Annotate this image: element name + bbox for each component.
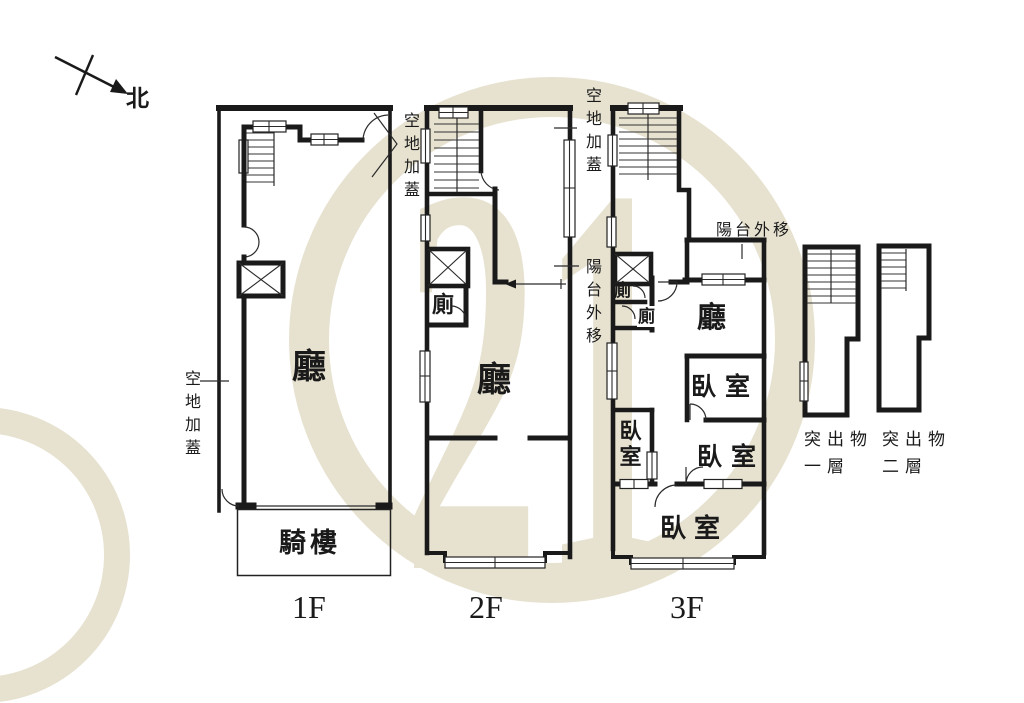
floor2-toilet-room — [426, 283, 469, 328]
protrusion2-plan — [876, 243, 932, 413]
floor3-toilet1-label: 廁 — [614, 281, 631, 300]
floor1-arcade-label: 騎樓 — [279, 528, 341, 558]
protrusion1-line2: 一層 — [804, 457, 850, 477]
floor1-name: 1F — [292, 589, 326, 625]
floor3-elevator-shaft — [612, 251, 654, 287]
floor1-entry-door-arc — [221, 488, 240, 507]
watermark-21-text: 21 — [403, 70, 678, 690]
protrusion1-plan — [799, 244, 861, 418]
floor1-stairs — [246, 128, 275, 186]
floor3-balcony-annotation: 陽台外移 — [716, 222, 793, 239]
floor1-double-door-icon — [243, 226, 260, 258]
floor2-name: 2F — [469, 589, 503, 625]
floor1-arcade-outline — [236, 508, 392, 577]
floor3-bedroom-left-label: 臥室 — [616, 419, 642, 471]
floor3-bedroom-left-walls — [612, 407, 658, 487]
protrusion2-label: 突出物 二層 — [882, 426, 951, 480]
floor1-hall-label: 廳 — [292, 348, 326, 386]
floor1-plan — [200, 105, 398, 577]
floor3-hall-bottom-wall — [612, 466, 767, 508]
floor3-name: 3F — [670, 589, 704, 625]
floor2-balcony-open-line — [505, 279, 566, 289]
century21-watermark: 21 — [0, 70, 815, 702]
floor3-bedroom-mid-walls — [684, 353, 767, 423]
floor2-hall-label: 廳 — [477, 361, 511, 399]
floor1-right-openland-annotation: 空地加蓋 — [401, 112, 418, 204]
protrusion2-line2: 二層 — [882, 457, 928, 477]
floor2-plan — [419, 105, 579, 569]
floor1-elevator-shaft — [236, 260, 286, 299]
floor3-plan — [606, 102, 767, 570]
floor2-elevator-shaft — [425, 246, 471, 289]
floor1-left-openland-annotation: 空地加蓋 — [182, 370, 199, 462]
protrusion2-line1: 突出物 — [882, 430, 951, 449]
floor3-hall-label: 廳 — [697, 302, 727, 334]
protrusion2-stairs — [881, 249, 907, 291]
floor3-windows — [606, 102, 746, 400]
floor2-stairs — [426, 108, 498, 197]
floor3-toilet2-label: 廁 — [637, 306, 656, 328]
protrusion1-line1: 突出物 — [804, 430, 873, 449]
floor2-toilet-label: 廁 — [432, 292, 455, 317]
north-label: 北 — [126, 85, 149, 111]
floor1-topright-door-arc — [362, 114, 389, 141]
floor2-windows — [419, 106, 576, 403]
floor3-bedroom-mid-label: 臥室 — [691, 373, 760, 401]
floor2-openland-annotation: 空地加蓋 — [583, 87, 600, 179]
floor3-bedroom-bottom-label: 臥室 — [660, 513, 729, 543]
floor3-stairs — [619, 112, 677, 180]
protrusion1-stairs — [807, 250, 856, 304]
floor3-bedroom-right-label: 臥室 — [697, 443, 766, 471]
floor2-balcony-annotation: 陽台外移 — [583, 258, 600, 350]
floor3-hall-door — [657, 279, 690, 302]
north-compass-icon — [54, 54, 128, 96]
floor1-annotation-bracket — [371, 112, 398, 178]
protrusion1-label: 突出物 一層 — [804, 426, 873, 480]
